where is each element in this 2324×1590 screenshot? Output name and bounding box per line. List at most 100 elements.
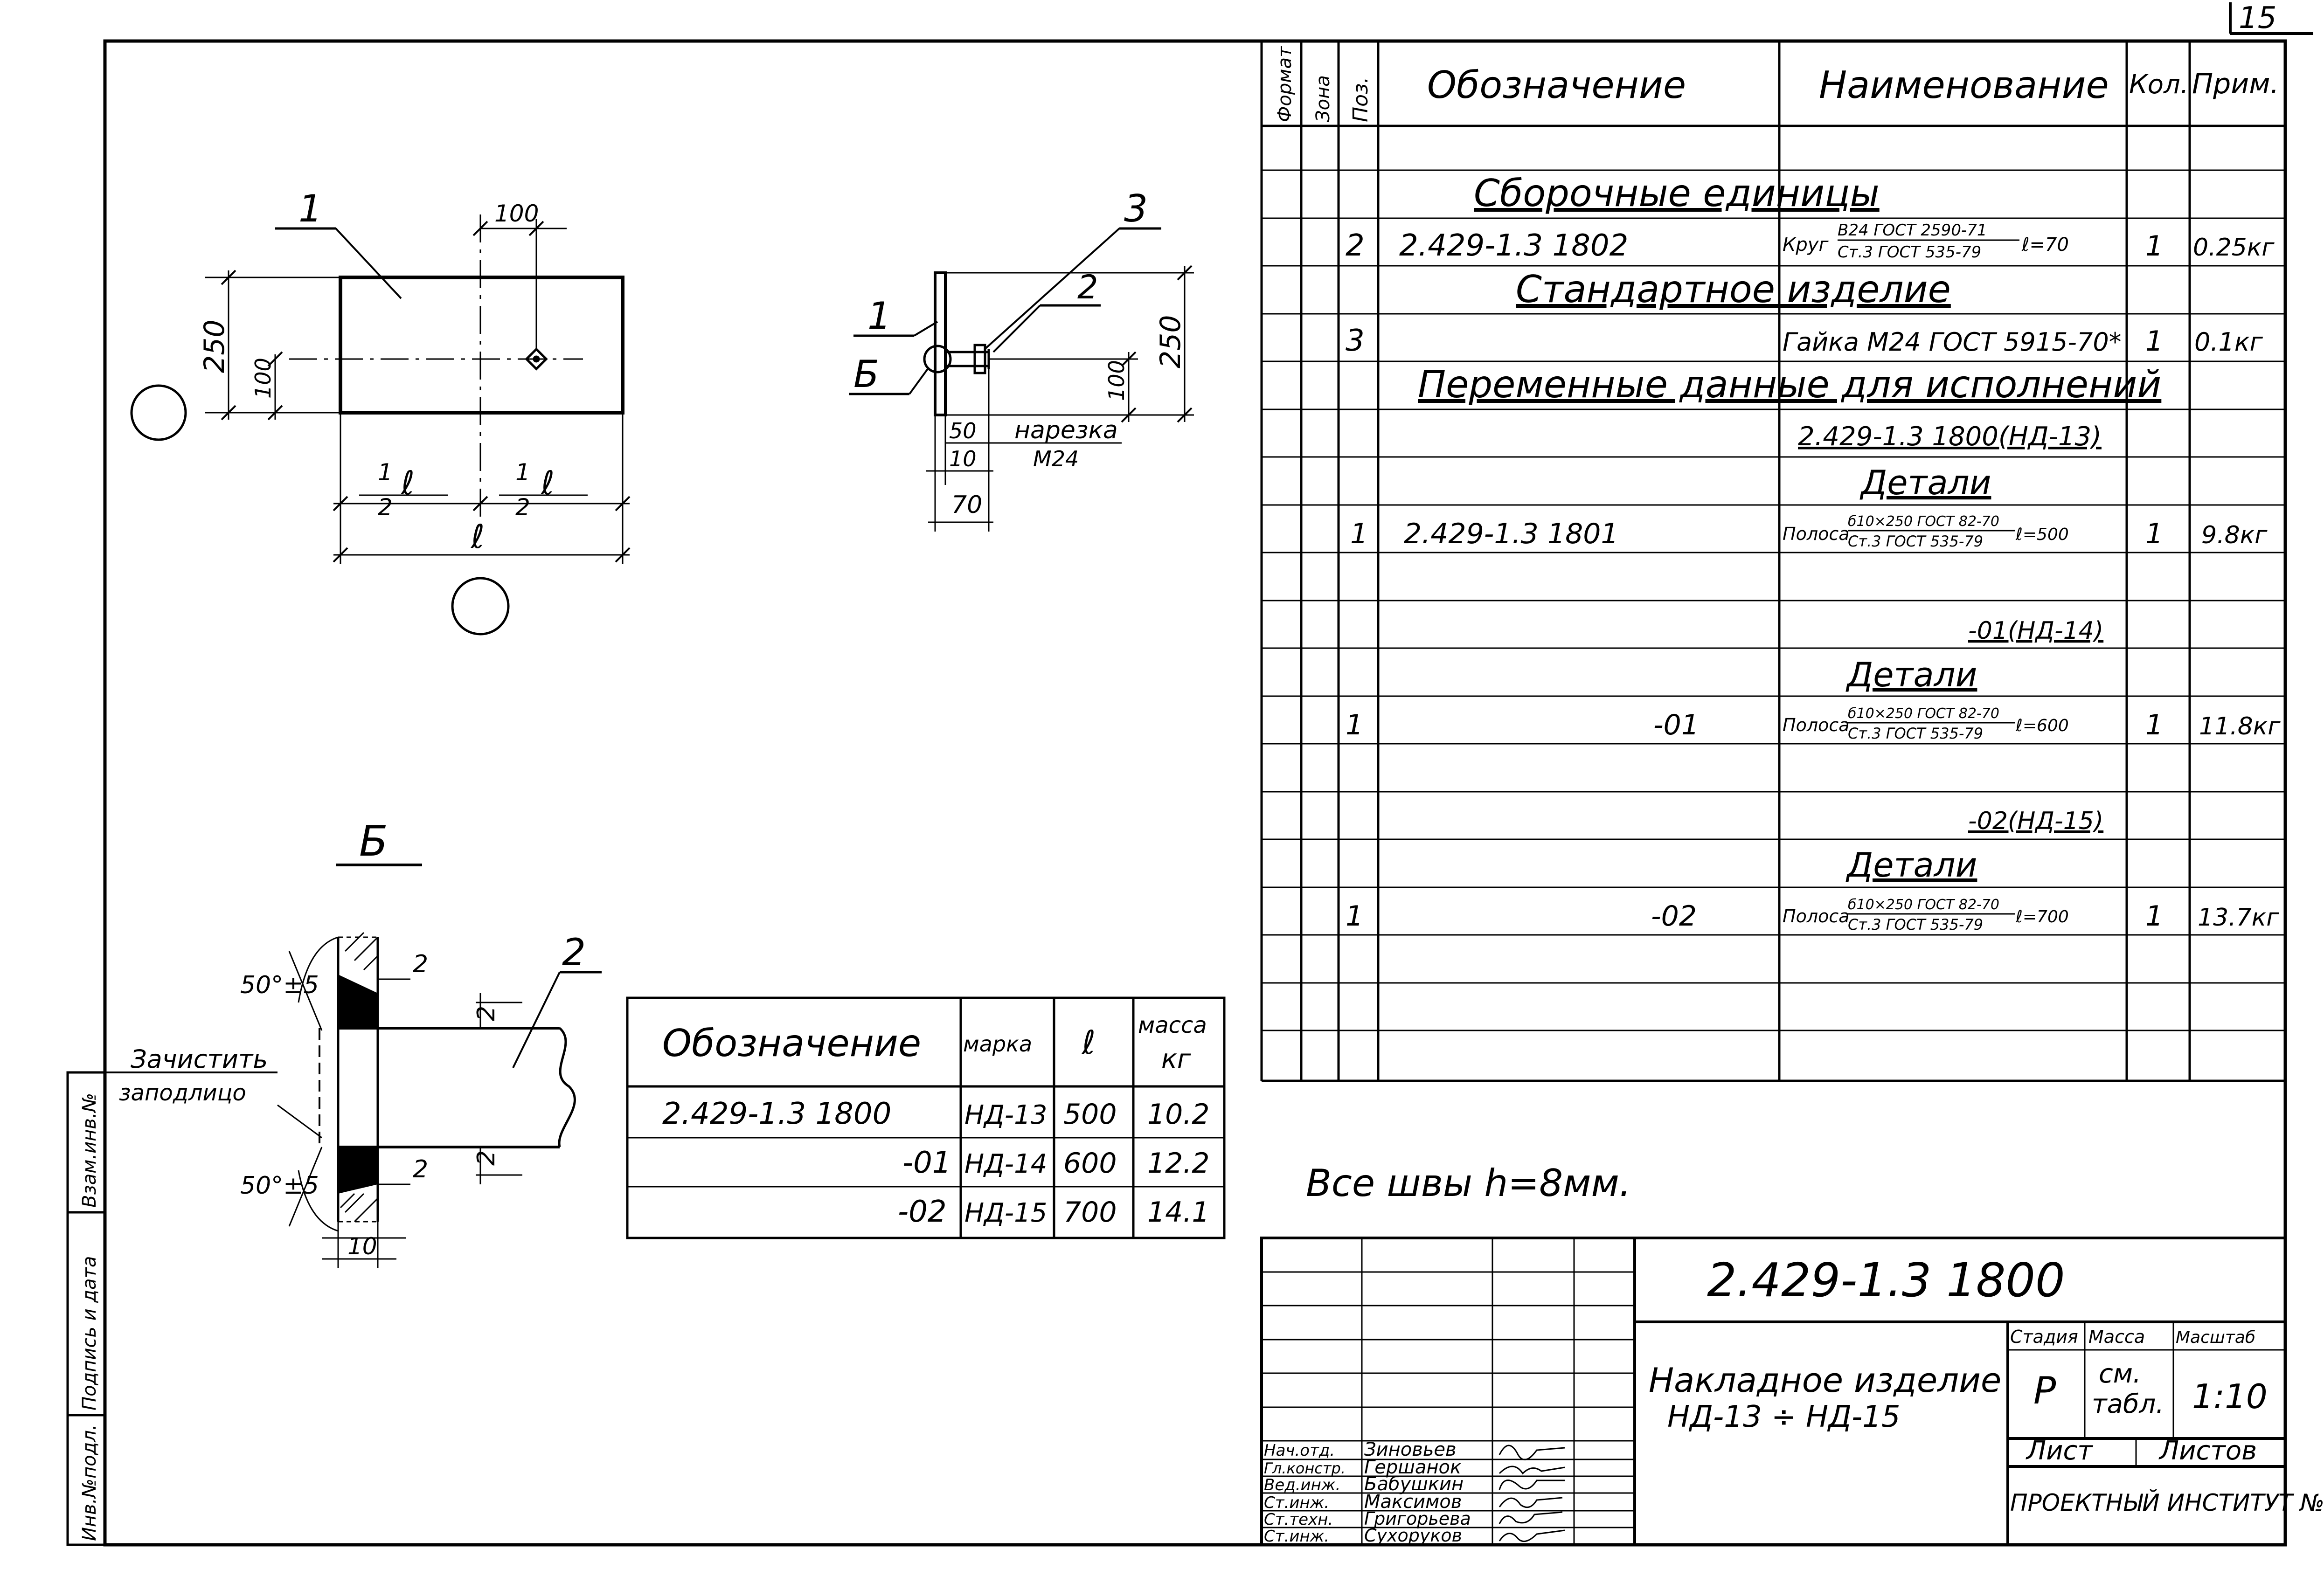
spec-table-rows xyxy=(1262,124,2285,1031)
variants-row2-length: 600 xyxy=(1063,1147,1117,1180)
weld-bottom-fill xyxy=(338,1147,378,1194)
spec-row4-name: Детали xyxy=(1859,463,1991,502)
side-dim-50: 50 xyxy=(949,418,977,443)
variants-row1-mark: НД-13 xyxy=(964,1100,1047,1130)
detail-b-note-line2: заподлицо xyxy=(119,1080,246,1106)
title-name-3: Бабушкин xyxy=(1364,1473,1464,1495)
spec-row8-name-top: б10×250 ГОСТ 82-70 xyxy=(1848,705,1999,722)
variants-row2-mark: НД-14 xyxy=(964,1149,1047,1179)
title-stage: Р xyxy=(2033,1369,2056,1412)
margin-field-inventory: Инв.№подл. xyxy=(79,1424,100,1541)
margin-field-sign-date: Подпись и дата xyxy=(79,1256,100,1410)
spec-row5-name-top: б10×250 ГОСТ 82-70 xyxy=(1848,513,1999,530)
variants-row2-mass: 12.2 xyxy=(1147,1147,1210,1180)
title-scale: 1:10 xyxy=(2192,1377,2268,1416)
spec-row1-name-top: В24 ГОСТ 2590-71 xyxy=(1838,221,1987,240)
sheet-number: 15 xyxy=(2239,1,2276,35)
title-name-5: Григорьева xyxy=(1364,1508,1471,1529)
spec-row11-qty: 1 xyxy=(2145,900,2163,933)
title-mass-line2: табл. xyxy=(2092,1389,2164,1419)
spec-row11-name-top: б10×250 ГОСТ 82-70 xyxy=(1848,897,1999,913)
title-item-name-line1: Накладное изделие xyxy=(1649,1361,2001,1400)
spec-row11-name-prefix: Полоса xyxy=(1783,906,1850,926)
variants-row1-mass: 10.2 xyxy=(1147,1098,1210,1131)
title-stage-header: Стадия xyxy=(2010,1327,2078,1347)
title-name-4: Максимов xyxy=(1364,1491,1462,1513)
spec-row11-name-bottom: Ст.3 ГОСТ 535-79 xyxy=(1848,916,1983,933)
title-block-grid xyxy=(1260,1237,2287,1546)
title-role-3: Вед.инж. xyxy=(1264,1476,1340,1494)
detail-b-angle-top: 50°±5 xyxy=(240,971,319,999)
title-role-1: Нач.отд. xyxy=(1264,1441,1335,1460)
side-pos2-label: 2 xyxy=(1077,268,1098,306)
spec-row2-name: Гайка М24 ГОСТ 5915-70* xyxy=(1783,327,2122,357)
variants-header-length: ℓ xyxy=(1082,1023,1096,1062)
title-name-2: Гершанок xyxy=(1364,1457,1461,1478)
title-name-1: Зиновьев xyxy=(1364,1439,1457,1460)
variants-row1-designation: 2.429-1.3 1800 xyxy=(662,1097,891,1131)
detail-b-pos2: 2 xyxy=(562,931,586,974)
title-item-name-line2: НД-13 ÷ НД-15 xyxy=(1667,1400,1901,1434)
variants-header-designation: Обозначение xyxy=(662,1022,921,1065)
detail-b-weld-bottom: 2 xyxy=(413,1155,428,1183)
title-organization: ПРОЕКТНЫЙ ИНСТИТУТ №1 xyxy=(2010,1489,2324,1516)
title-role-4: Ст.инж. xyxy=(1264,1493,1329,1512)
spec-header-qty: Кол. xyxy=(2129,69,2189,100)
plate-half-den-left: 2 xyxy=(378,494,393,521)
detail-b-title: Б xyxy=(359,817,388,866)
spec-row5-designation: 2.429-1.3 1801 xyxy=(1404,518,1619,550)
plate-dim-100-left: 100 xyxy=(250,358,276,399)
title-role-6: Ст.инж. xyxy=(1264,1527,1329,1546)
spec-section-variable: Переменные данные для исполнений xyxy=(1418,363,2161,406)
side-dim-100: 100 xyxy=(1104,360,1129,401)
spec-row1-note: 0.25кг xyxy=(2193,234,2275,262)
side-dim-250: 250 xyxy=(1154,315,1187,368)
title-scale-header: Масштаб xyxy=(2176,1328,2255,1347)
detail-b-dim-10: 10 xyxy=(347,1233,377,1260)
signatures xyxy=(1498,1445,1565,1542)
variants-table-grid xyxy=(626,996,1226,1239)
sheet-frame xyxy=(103,39,2287,1547)
spec-row1-name-bottom: Ст.3 ГОСТ 535-79 xyxy=(1838,243,1981,262)
title-doc-number: 2.429-1.3 1800 xyxy=(1707,1253,2065,1307)
title-sheet-label: Лист xyxy=(2026,1436,2093,1466)
spec-header-name: Наименование xyxy=(1819,63,2109,107)
detail-b-gap-top: 2 xyxy=(472,1006,500,1021)
spec-row6-name: -01(НД-14) xyxy=(1968,617,2103,645)
spec-row2-pos: 3 xyxy=(1346,324,1365,358)
spec-row11-designation: -02 xyxy=(1651,900,1697,933)
spec-section-standard: Стандартное изделие xyxy=(1516,268,1951,311)
weld-note: Все швы h=8мм. xyxy=(1306,1161,1631,1205)
variants-header-mark: марка xyxy=(963,1031,1032,1057)
spec-row11-note: 13.7кг xyxy=(2198,904,2279,932)
variants-row3-length: 700 xyxy=(1063,1196,1117,1229)
spec-header-designation: Обозначение xyxy=(1427,63,1686,107)
spec-header-zone: Зона xyxy=(1312,75,1334,122)
plate-side-view xyxy=(849,227,1194,532)
weld-top-fill xyxy=(338,975,378,1028)
spec-row8-designation: -01 xyxy=(1653,709,1699,741)
spec-row5-name-bottom: Ст.3 ГОСТ 535-79 xyxy=(1848,532,1983,550)
spec-row10-name: Детали xyxy=(1845,845,1977,885)
plate-half-num-left: 1 xyxy=(378,459,393,486)
plate-front-view xyxy=(130,214,631,636)
spec-row5-note: 9.8кг xyxy=(2201,521,2268,549)
side-pos1-label: 1 xyxy=(867,294,891,338)
detail-b-angle-bottom: 50°±5 xyxy=(240,1172,319,1200)
plate-dim-250: 250 xyxy=(198,319,231,373)
spec-row1-name-prefix: Круг xyxy=(1783,234,1829,256)
spec-row1-designation: 2.429-1.3 1802 xyxy=(1399,228,1628,263)
spec-row8-note: 11.8кг xyxy=(2199,712,2281,740)
plate-half-num-right: 1 xyxy=(515,459,530,486)
detail-b-weld-top: 2 xyxy=(413,950,428,978)
variants-row2-designation: -01 xyxy=(902,1146,951,1180)
margin-field-exchange: Взам.инв.№ xyxy=(79,1093,100,1208)
spec-row11-pos: 1 xyxy=(1346,900,1363,933)
spec-row5-name-suffix: ℓ=500 xyxy=(2015,525,2069,544)
spec-row5-qty: 1 xyxy=(2145,518,2163,550)
spec-header-format: Формат xyxy=(1274,46,1296,122)
spec-row11-name-suffix: ℓ=700 xyxy=(2015,907,2069,926)
variants-row3-mass: 14.1 xyxy=(1147,1196,1210,1229)
plate-pos1-label: 1 xyxy=(298,187,322,230)
